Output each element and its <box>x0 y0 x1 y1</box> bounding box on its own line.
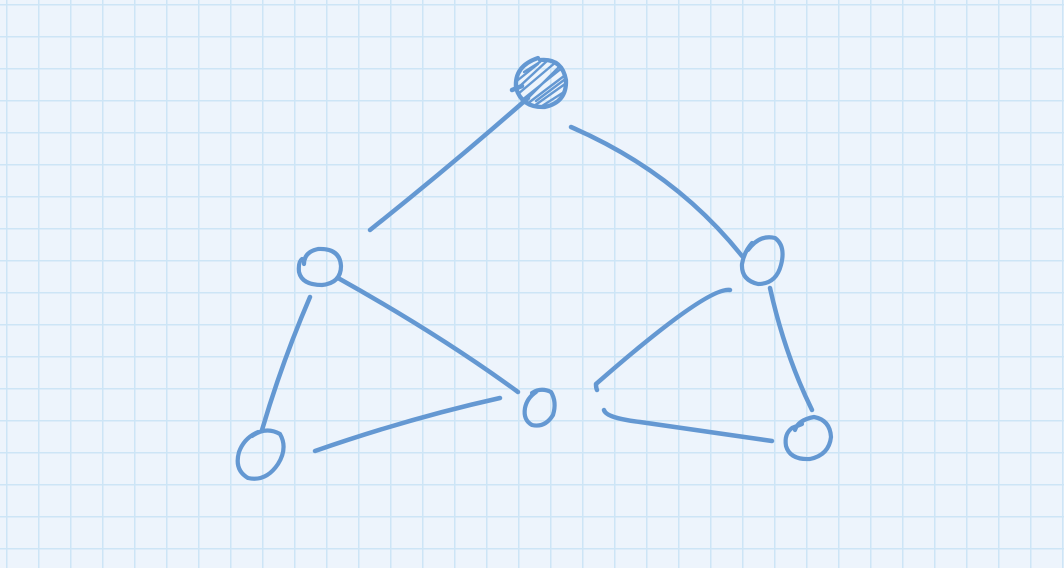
node-left <box>296 246 344 288</box>
edge-right-middle <box>593 287 733 393</box>
node-right <box>739 235 785 287</box>
node-root-tail <box>509 83 525 93</box>
node-right-right <box>783 414 834 462</box>
edge-middle-right-right <box>601 407 775 444</box>
node-left-left <box>235 428 286 481</box>
node-root-hatching <box>516 58 567 108</box>
nodes <box>235 55 834 481</box>
node-middle <box>522 387 557 428</box>
node-root <box>509 55 569 110</box>
edge-left-left-left <box>259 294 313 433</box>
edge-root-right <box>568 124 745 259</box>
edge-left-left-middle <box>312 395 503 454</box>
edge-right-right-right <box>767 285 815 413</box>
edges <box>259 95 815 454</box>
edge-left-middle <box>335 275 521 395</box>
edge-root-left <box>367 95 531 233</box>
